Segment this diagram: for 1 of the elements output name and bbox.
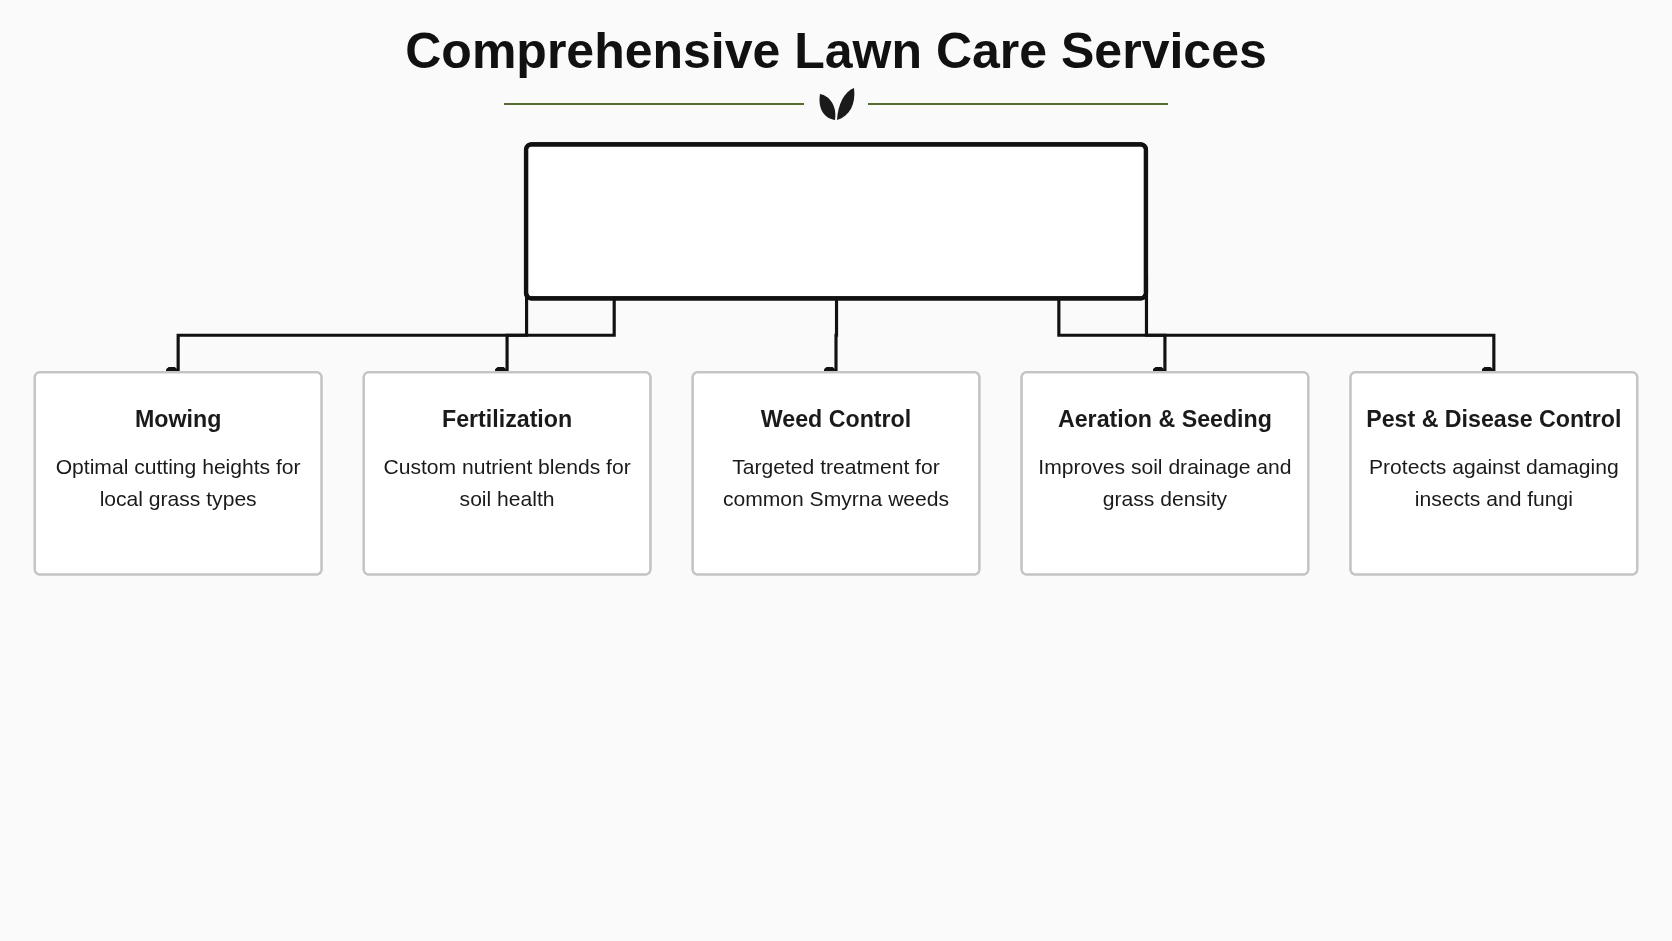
title: Comprehensive Lawn Care Services [405, 22, 1267, 80]
